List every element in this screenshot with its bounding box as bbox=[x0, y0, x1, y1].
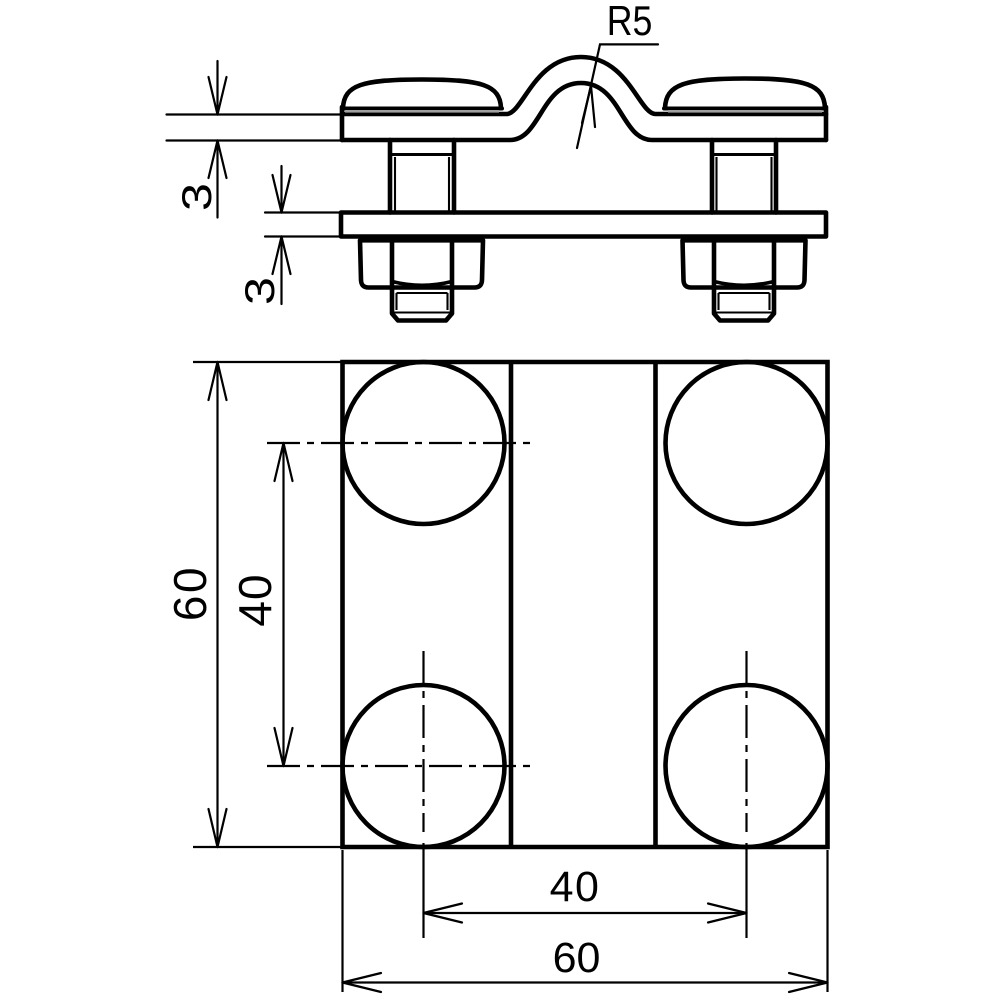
svg-text:40: 40 bbox=[229, 573, 281, 626]
svg-text:40: 40 bbox=[550, 863, 601, 911]
svg-text:R5: R5 bbox=[607, 0, 653, 45]
svg-text:60: 60 bbox=[164, 565, 216, 621]
svg-text:3: 3 bbox=[173, 183, 220, 211]
svg-text:60: 60 bbox=[553, 934, 601, 982]
svg-text:3: 3 bbox=[236, 277, 283, 305]
